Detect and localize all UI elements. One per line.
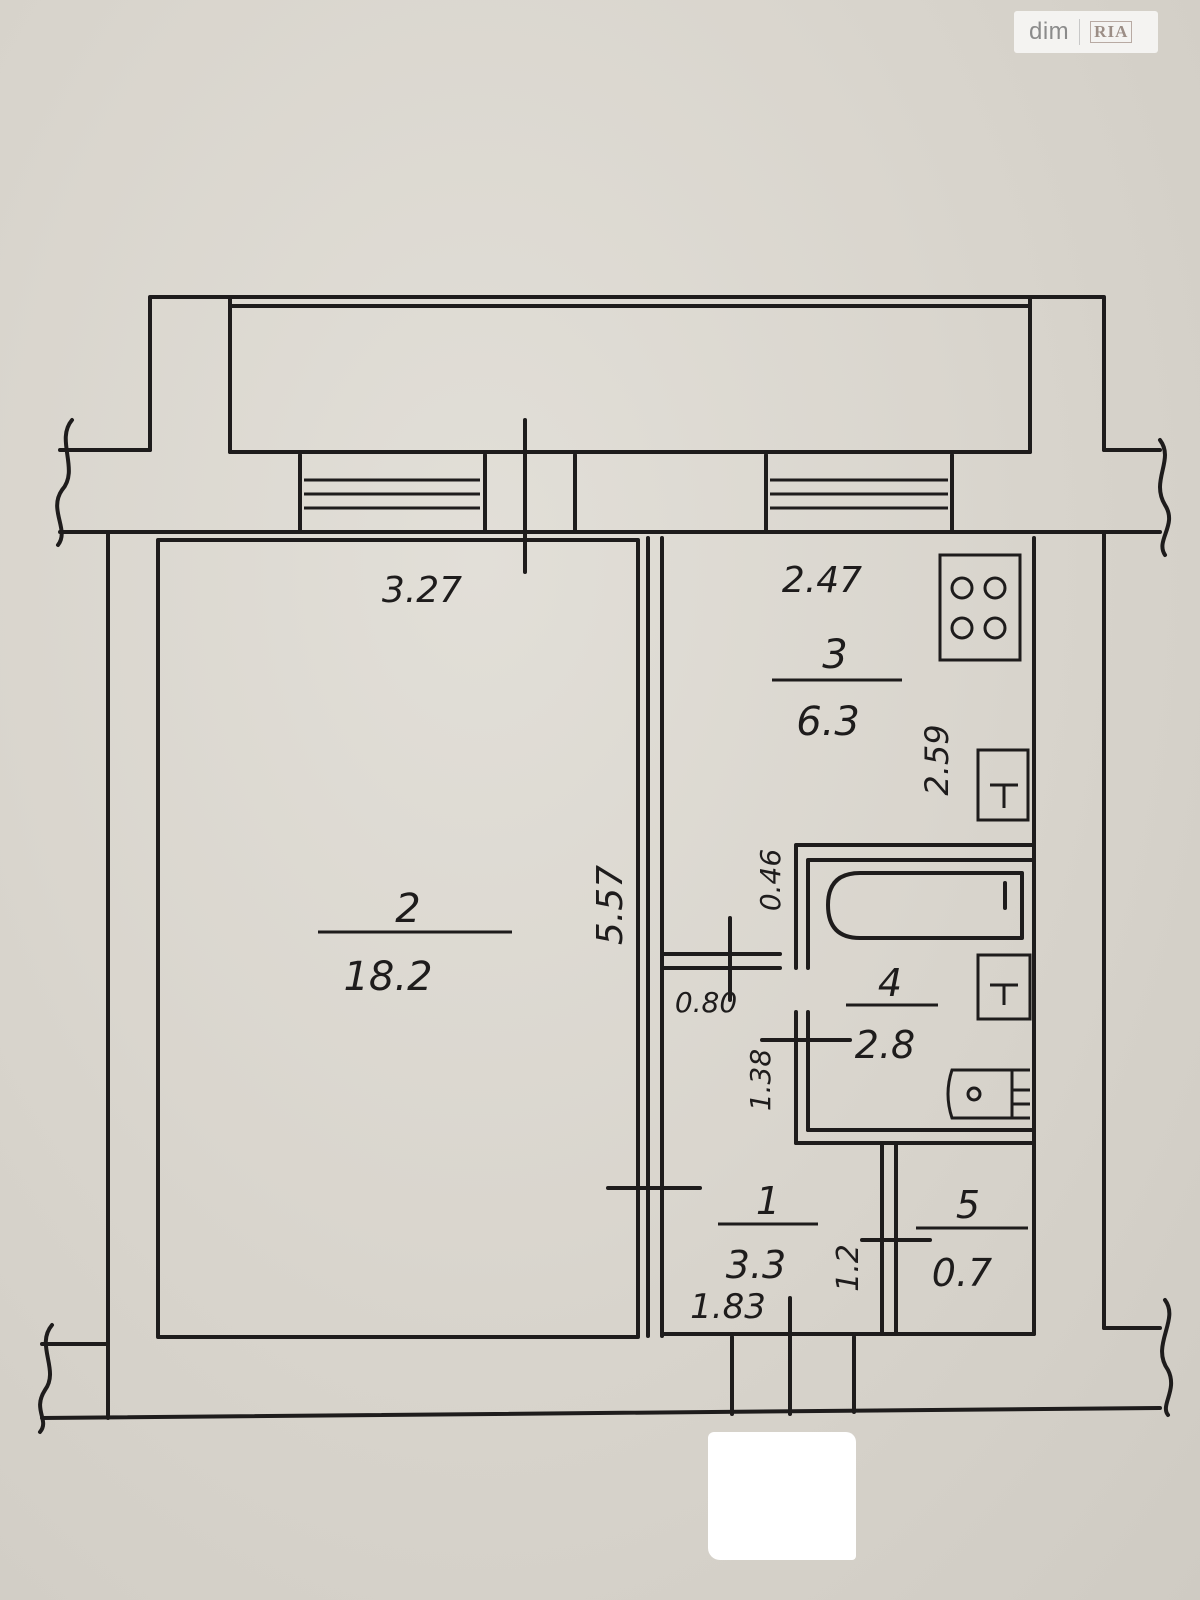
room-1-area: 3.3 (726, 1243, 786, 1287)
dim-hall-gap: 0.80 (675, 986, 737, 1019)
break-line-top-left (55, 418, 74, 547)
room-5-area: 0.7 (932, 1251, 992, 1295)
room-4-area: 2.8 (855, 1023, 915, 1067)
room-4-number: 4 (878, 961, 902, 1005)
break-line-bottom-left (38, 1323, 54, 1434)
redaction-patch (708, 1432, 856, 1560)
dim-room3-depth: 2.59 (918, 724, 956, 795)
bathroom-wall-inner (806, 858, 1036, 970)
room-3-number: 3 (822, 632, 847, 678)
stove-icon (938, 553, 1022, 662)
kitchen-sink-icon (976, 748, 1030, 822)
dim-ria-watermark: dim RIA (1014, 11, 1158, 53)
dim-bath-offset: 0.46 (754, 849, 787, 911)
room-2-area: 18.2 (343, 954, 432, 1000)
bathtub (826, 871, 1024, 940)
watermark-dim-text: dim (1029, 18, 1070, 45)
room-5-number: 5 (956, 1183, 980, 1227)
room-3-area: 6.3 (796, 699, 860, 745)
dim-room2-width: 3.27 (382, 570, 462, 611)
dim-hall-width: 1.83 (690, 1287, 766, 1327)
room-2-number: 2 (395, 886, 420, 932)
dim-hall-depth: 1.38 (744, 1049, 777, 1111)
watermark-separator (1079, 19, 1081, 45)
watermark-ria-logo: RIA (1090, 21, 1133, 43)
room-2-outline (156, 538, 640, 1339)
dim-closet-depth: 1.2 (831, 1244, 866, 1292)
bathroom-sink-icon (976, 953, 1032, 1021)
bathroom-wall-outer (794, 843, 1036, 970)
break-line-bottom-right (1160, 1298, 1174, 1417)
dim-room2-depth: 5.57 (590, 865, 631, 945)
toilet-icon (946, 1068, 1030, 1120)
break-line-top-right (1158, 438, 1172, 557)
balcony-outline (148, 295, 1106, 452)
outer-wall-bottom (40, 1406, 1162, 1420)
room-1-number: 1 (756, 1179, 780, 1223)
dim-room3-width: 2.47 (782, 560, 862, 601)
